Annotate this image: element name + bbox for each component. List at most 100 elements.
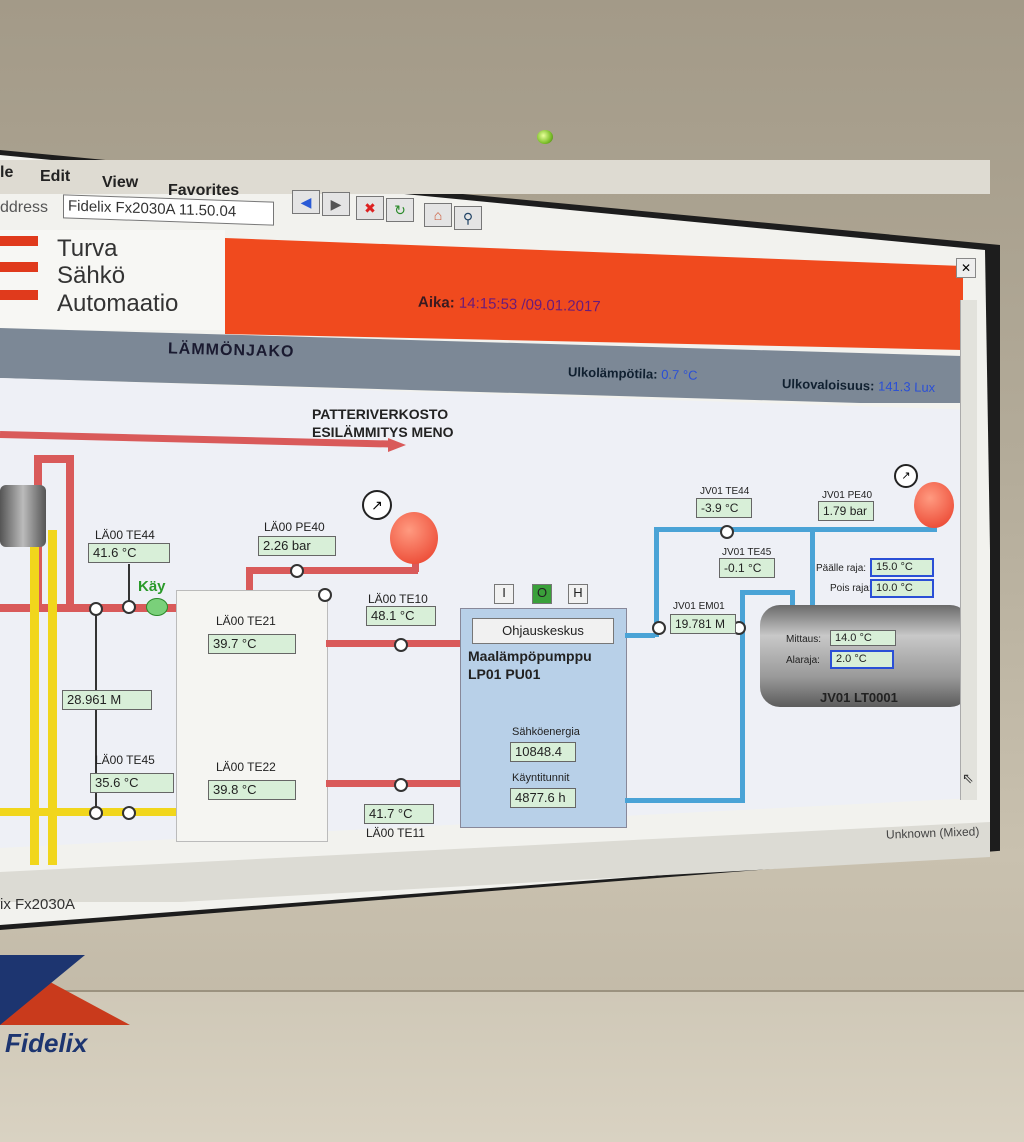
refresh-icon[interactable]: ↻	[386, 198, 414, 222]
sensor-node[interactable]	[122, 600, 136, 614]
sensor-node[interactable]	[394, 638, 408, 652]
pump-icon[interactable]	[146, 598, 168, 616]
menu-edit[interactable]: Edit	[40, 168, 71, 185]
pressure-gauge-icon: ↗	[894, 464, 918, 488]
logo-stripe	[0, 262, 38, 272]
jv-pe40-value[interactable]: 1.79 bar	[818, 501, 874, 521]
jv-te44-value[interactable]: -3.9 °C	[696, 498, 752, 518]
clock-time: 14:15:53	[458, 294, 518, 314]
te22-value[interactable]: 39.8 °C	[208, 780, 296, 800]
mode-button-h[interactable]: H	[568, 584, 588, 604]
pump-status: Käy	[138, 578, 166, 595]
accumulator-tank	[0, 485, 46, 547]
on-limit-value[interactable]: 15.0 °C	[870, 558, 934, 577]
measure-value[interactable]: 14.0 °C	[830, 630, 896, 646]
taskbar-app[interactable]: ix Fx2030A	[0, 896, 76, 913]
pipe	[246, 567, 253, 592]
pipe	[654, 527, 937, 532]
page-title: LÄMMÖNJAKO	[167, 340, 295, 361]
menu-favorites[interactable]: Favorites	[168, 182, 240, 199]
expansion-vessel-icon	[914, 482, 954, 528]
on-limit-label: Päälle raja:	[816, 563, 867, 574]
tank-name: JV01 LT0001	[820, 690, 898, 705]
sensor-node[interactable]	[652, 621, 666, 635]
bezel-ledge	[0, 990, 1024, 1142]
cursor-icon: ⇖	[962, 770, 974, 786]
te22-label: LÄ00 TE22	[216, 760, 276, 774]
energy-meter-value[interactable]: 10848.4	[510, 742, 576, 762]
te21-label: LÄ00 TE21	[216, 614, 276, 628]
outdoor-lux-label: Ulkovaloisuus:	[781, 375, 875, 394]
outdoor-temp-label: Ulkolämpötila:	[567, 364, 658, 382]
menu-file[interactable]: le	[0, 164, 14, 181]
pe40-label: LÄ00 PE40	[264, 520, 325, 534]
fidelix-logo-mark	[0, 955, 85, 1025]
runtime-value[interactable]: 4877.6 h	[510, 788, 576, 808]
menu-bar	[0, 160, 990, 194]
pipe	[625, 798, 745, 803]
te11-value[interactable]: 41.7 °C	[364, 804, 434, 824]
pipe	[30, 540, 39, 865]
sensor-node[interactable]	[290, 564, 304, 578]
address-label: ddress	[0, 199, 49, 216]
measure-label: Mittaus:	[786, 634, 822, 645]
home-icon[interactable]: ⌂	[424, 203, 452, 227]
outdoor-temp-value: 0.7 °C	[660, 366, 698, 383]
jv-em01-value[interactable]: 19.781 M	[670, 614, 736, 634]
vertical-scrollbar[interactable]	[960, 300, 977, 800]
pe40-value[interactable]: 2.26 bar	[258, 536, 336, 556]
jv-te45-label: JV01 TE45	[722, 547, 772, 558]
te44-label: LÄ00 TE44	[95, 528, 155, 542]
forward-icon[interactable]: ▶	[322, 192, 350, 216]
sensor-node[interactable]	[122, 806, 136, 820]
pipe	[810, 527, 815, 607]
arrow-label-2: ESILÄMMITYS MENO	[312, 424, 454, 440]
pipe	[34, 455, 74, 463]
stop-icon[interactable]: ✖	[356, 196, 384, 220]
mode-button-o[interactable]: O	[532, 584, 552, 604]
heat-pump-title: Maalämpöpumppu	[468, 648, 592, 664]
sensor-line	[128, 564, 130, 608]
pipe	[740, 590, 745, 802]
runtime-label: Käyntitunnit	[512, 772, 570, 784]
pipe	[654, 527, 659, 637]
sensor-node[interactable]	[720, 525, 734, 539]
sensor-node[interactable]	[89, 602, 103, 616]
jv-te45-value[interactable]: -0.1 °C	[719, 558, 775, 578]
pipe	[625, 633, 655, 638]
off-limit-value[interactable]: 10.0 °C	[870, 579, 934, 598]
lower-limit-value[interactable]: 2.0 °C	[830, 650, 894, 669]
sensor-node[interactable]	[394, 778, 408, 792]
te45-value[interactable]: 35.6 °C	[90, 773, 174, 793]
te10-label: LÄ00 TE10	[368, 592, 428, 606]
menu-view[interactable]: View	[102, 174, 139, 191]
clock-label: Aika:	[417, 293, 455, 312]
sensor-node[interactable]	[318, 588, 332, 602]
jv-pe40-label: JV01 PE40	[822, 490, 873, 501]
logo-text-1: Turva	[57, 235, 118, 262]
jv-em01-label: JV01 EM01	[673, 601, 725, 612]
off-limit-label: Pois raja:	[830, 583, 872, 594]
flow-arrow-icon	[388, 438, 406, 452]
ohjauskeskus-button[interactable]: Ohjauskeskus	[472, 618, 614, 644]
close-icon[interactable]: ✕	[956, 258, 976, 278]
te21-value[interactable]: 39.7 °C	[208, 634, 296, 654]
pipe	[740, 590, 792, 595]
sensor-node[interactable]	[89, 806, 103, 820]
back-icon[interactable]: ◀	[292, 190, 320, 214]
mode-button-i[interactable]: I	[494, 584, 514, 604]
brand-logo: Fidelix	[5, 1028, 88, 1058]
logo-text-2: Sähkö	[57, 262, 126, 289]
te44-value[interactable]: 41.6 °C	[88, 543, 170, 563]
search-icon[interactable]: ⚲	[454, 206, 482, 230]
te10-value[interactable]: 48.1 °C	[366, 606, 436, 626]
power-led	[537, 130, 553, 144]
te11-label: LÄ00 TE11	[366, 826, 425, 840]
pipe	[66, 455, 74, 605]
logo-stripe	[0, 236, 38, 246]
clock-date: /09.01.2017	[521, 296, 601, 316]
logo-text-3: Automaatio	[57, 290, 179, 317]
pressure-gauge-icon: ↗	[362, 490, 392, 520]
pipe	[246, 567, 418, 574]
energy-value[interactable]: 28.961 M	[62, 690, 152, 710]
